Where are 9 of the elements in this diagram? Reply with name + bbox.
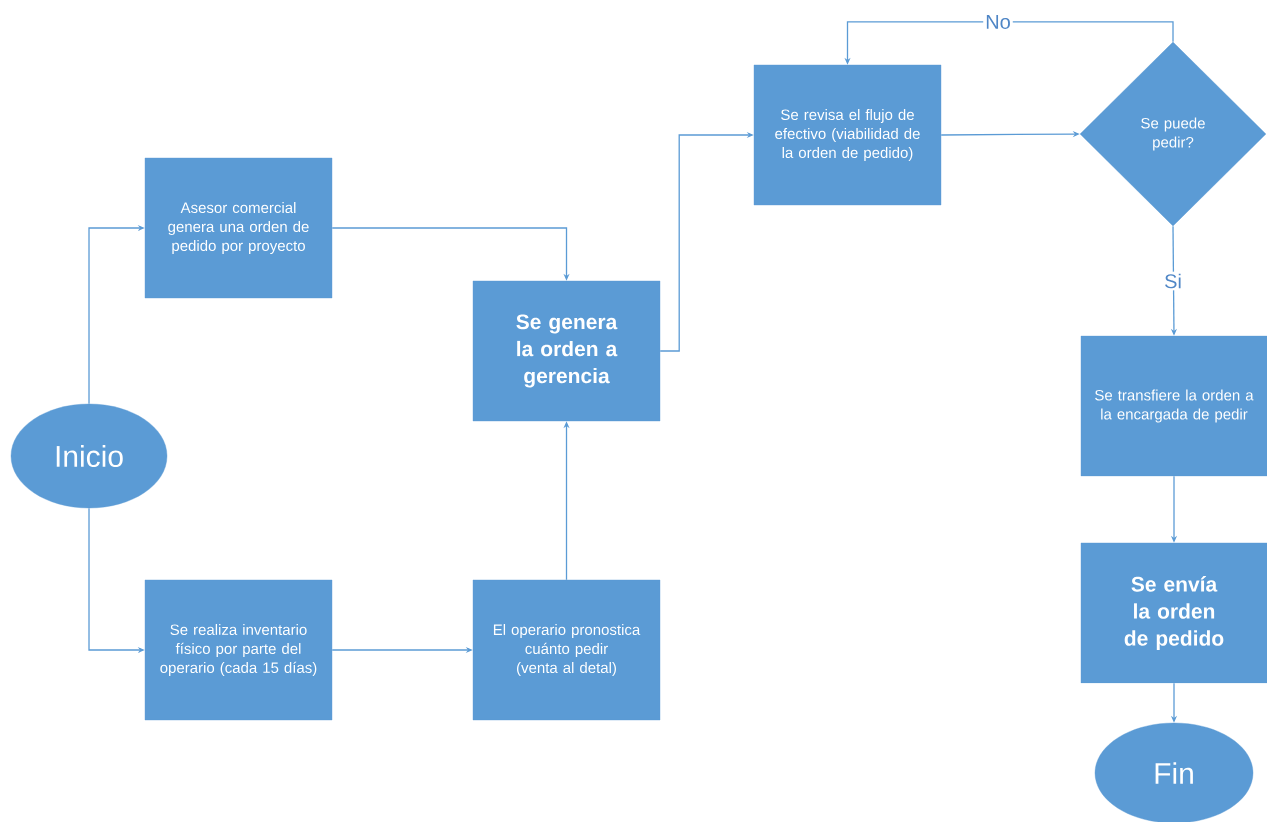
process-box: Se realiza inventario físico por parte del operario (cada 15 días) — [144, 579, 333, 721]
process-box: Se genera la orden a gerencia — [472, 280, 661, 422]
process-box: Se envía la orden de pedido — [1080, 542, 1267, 684]
process-box: Se revisa el flujo de efectivo (viabilidad de la orden de pedido) — [753, 64, 942, 206]
edge-label: Si — [1162, 271, 1184, 291]
process-box: Asesor comercial genera una orden de pedido por proyecto — [144, 157, 333, 299]
process-box: El operario pronostica cuánto pedir (venta al detal) — [472, 579, 661, 721]
process-box: Se transfiere la orden a la encargada de pedir — [1080, 335, 1267, 477]
edge-label: No — [983, 13, 1013, 31]
